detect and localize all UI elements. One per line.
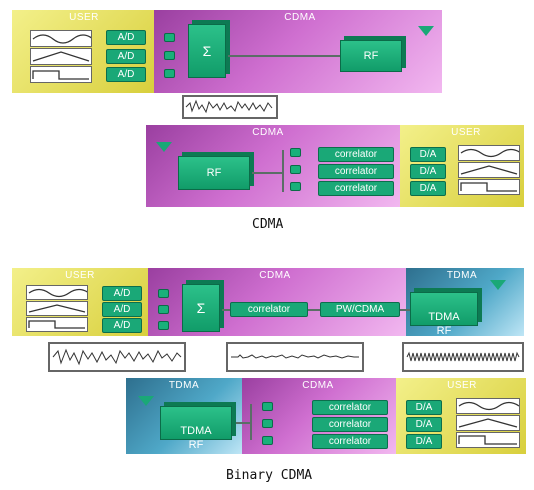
d1-rx-split-wire: [282, 150, 284, 192]
d2-tx-ad-2: A/D: [102, 302, 142, 317]
d1-rx-despreader-3: [290, 182, 301, 191]
d1-tx-antenna-icon: [418, 26, 434, 36]
d1-caption: CDMA: [252, 217, 284, 232]
d2-cdma-waveform: [48, 342, 186, 372]
d2-tx-sine-signal: [26, 285, 88, 300]
d1-rx-correlator-1: correlator: [318, 147, 394, 162]
d1-rx-user-label: USER: [451, 127, 481, 138]
d2-rx-despreader-3: [262, 436, 273, 445]
d1-rx-sine-signal: [458, 145, 520, 161]
d2-rx-da-2: D/A: [406, 417, 442, 432]
d1-tx-square-signal: [30, 66, 92, 83]
d2-rx-sine-signal: [456, 398, 520, 414]
d1-tx-ad-2: A/D: [106, 49, 146, 64]
d2-tx-pwcdma: PW/CDMA: [320, 302, 400, 317]
d2-tx-sum-symbol: Σ: [196, 300, 206, 316]
d2-tdma-waveform: [402, 342, 524, 372]
d1-tx-user-label: USER: [69, 12, 99, 23]
d2-rx-cdma-label: CDMA: [302, 380, 334, 391]
d1-rx-cdma-label: CDMA: [252, 127, 284, 138]
d1-tx-spreader-3: [164, 69, 175, 78]
d2-rx-despreader-1: [262, 402, 273, 411]
d1-rx-rf-label: RF: [206, 167, 222, 179]
d2-rx-antenna-icon: [138, 396, 154, 406]
d1-tx-spreader-2: [164, 51, 175, 60]
d2-tx-correlator: correlator: [230, 302, 308, 317]
d1-rx-da-2: D/A: [410, 164, 446, 179]
d1-tx-sum-block: Σ: [188, 24, 226, 78]
d2-caption: Binary CDMA: [226, 468, 313, 483]
d2-tx-cdma-label: CDMA: [259, 270, 291, 281]
d2-tx-triangle-signal: [26, 301, 88, 316]
d2-rx-da-3: D/A: [406, 434, 442, 449]
d2-rx-tdma-rf-label: TDMA RF: [180, 425, 212, 451]
d2-tx-ad-1: A/D: [102, 286, 142, 301]
d1-rx-correlator-3: correlator: [318, 181, 394, 196]
d1-rx-antenna-icon: [156, 142, 172, 152]
d2-rx-da-1: D/A: [406, 400, 442, 415]
d2-tx-tdma-rf-label: TDMA RF: [428, 311, 460, 337]
d2-tx-corr-wire: [308, 309, 320, 311]
d1-tx-ad-1: A/D: [106, 30, 146, 45]
d2-rx-user-label: USER: [447, 380, 477, 391]
d2-tx-user-label: USER: [65, 270, 95, 281]
d1-rx-da-3: D/A: [410, 181, 446, 196]
d1-tx-rf-block: RF: [340, 40, 402, 72]
d1-rx-despreader-2: [290, 165, 301, 174]
d2-tx-sum-wire: [222, 309, 230, 311]
d2-tx-spreader-3: [158, 321, 169, 330]
d2-rx-correlator-1: correlator: [312, 400, 388, 415]
d1-rx-triangle-signal: [458, 162, 520, 178]
d2-rx-tdma-label: TDMA: [168, 380, 200, 391]
d2-rx-square-signal: [456, 432, 520, 448]
d1-tx-sum-symbol: Σ: [202, 43, 212, 59]
d1-tx-sine-signal: [30, 30, 92, 47]
d2-tx-tdma-label: TDMA: [446, 270, 478, 281]
d1-cdma-waveform: [182, 95, 278, 119]
d2-tx-square-signal: [26, 317, 88, 332]
d1-rx-da-1: D/A: [410, 147, 446, 162]
d2-rx-correlator-3: correlator: [312, 434, 388, 449]
d2-rx-triangle-signal: [456, 415, 520, 431]
d2-tx-ad-3: A/D: [102, 318, 142, 333]
d2-tx-sum-block: Σ: [182, 284, 220, 332]
d2-correlator-waveform: [226, 342, 364, 372]
d1-tx-cdma-label: CDMA: [284, 12, 316, 23]
d2-rx-despreader-2: [262, 419, 273, 428]
d2-rx-split-wire: [250, 404, 252, 440]
d1-tx-sum-rf-wire: [228, 55, 340, 57]
d1-tx-spreader-1: [164, 33, 175, 42]
d1-rx-square-signal: [458, 179, 520, 195]
d2-rx-rf-wire: [236, 422, 250, 424]
d2-rx-tdma-rf-block: TDMA RF: [160, 406, 232, 451]
d2-tx-tdma-rf-block: TDMA RF: [410, 292, 478, 337]
d2-tx-antenna-icon: [490, 280, 506, 290]
d1-rx-rf-block: RF: [178, 156, 250, 190]
d1-tx-triangle-signal: [30, 48, 92, 65]
d1-rx-correlator-2: correlator: [318, 164, 394, 179]
d2-tx-spreader-2: [158, 305, 169, 314]
d2-tx-spreader-1: [158, 289, 169, 298]
d1-tx-rf-label: RF: [363, 50, 379, 62]
d2-tx-pw-wire: [400, 309, 410, 311]
d1-rx-rf-wire: [252, 172, 282, 174]
d1-tx-ad-3: A/D: [106, 67, 146, 82]
d2-rx-correlator-2: correlator: [312, 417, 388, 432]
d1-rx-despreader-1: [290, 148, 301, 157]
